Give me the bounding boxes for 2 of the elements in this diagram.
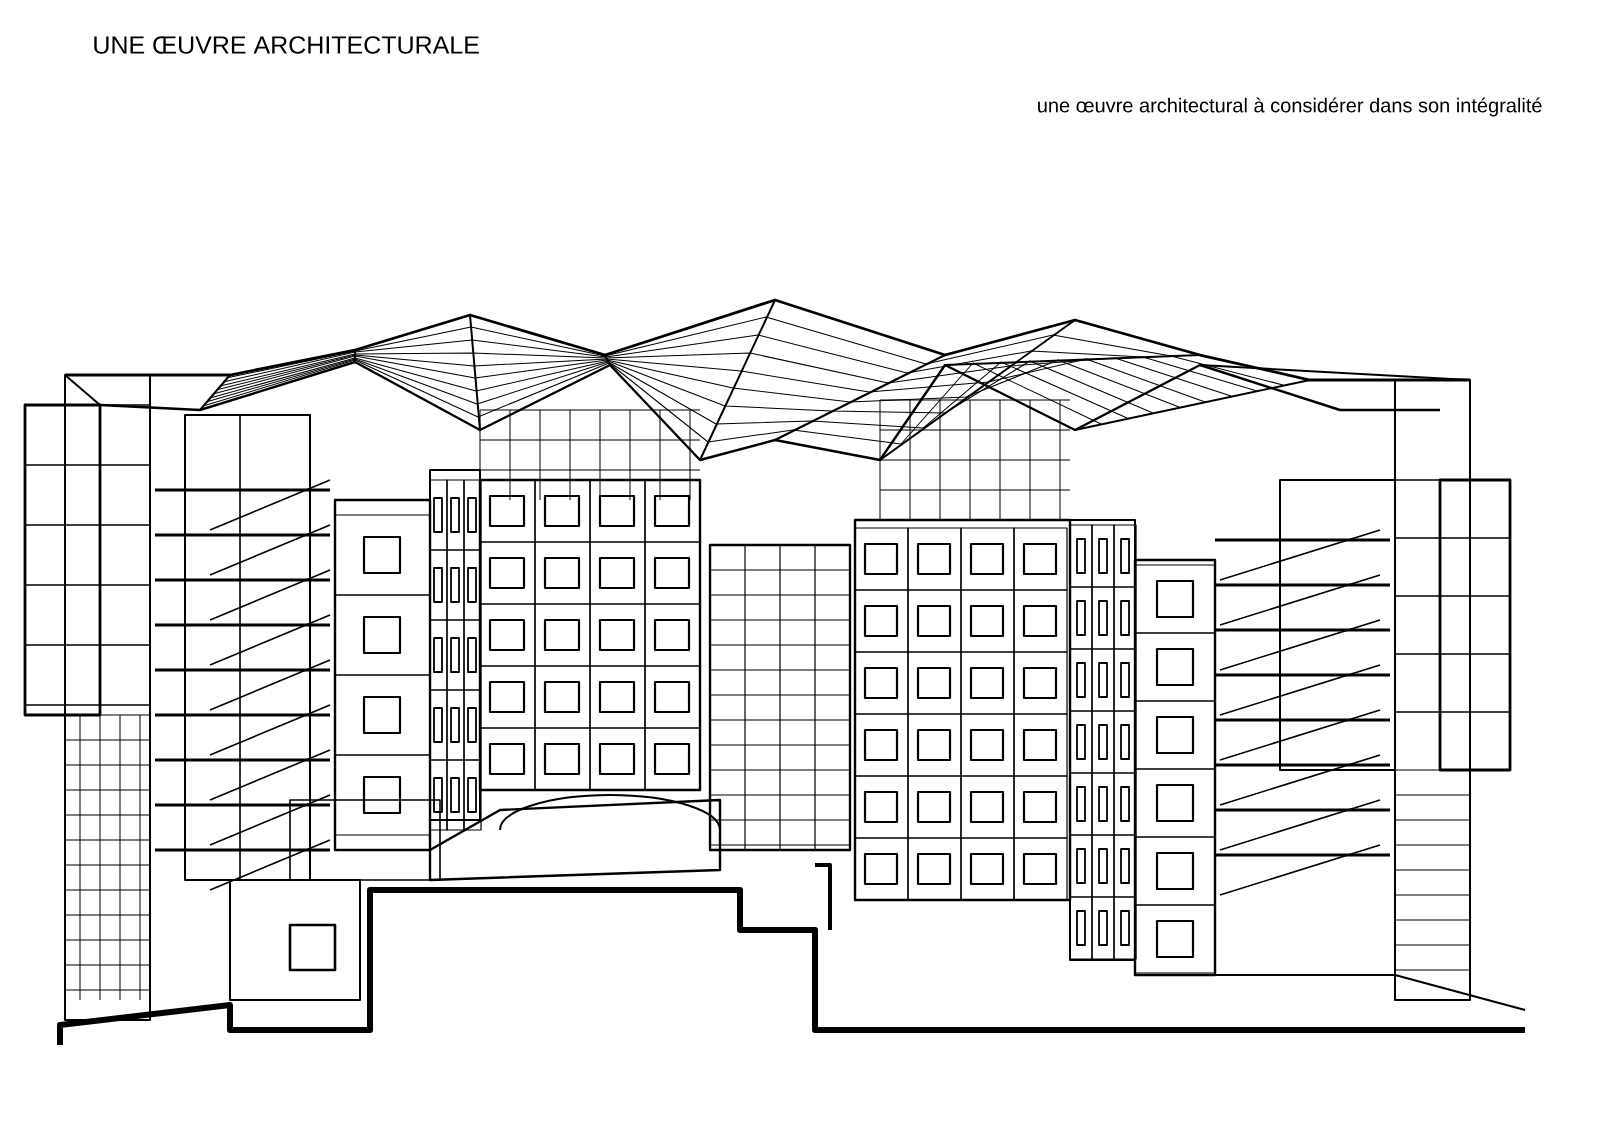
- subtitle: une œuvre architectural à considérer dans son intégralité: [1038, 97, 1542, 117]
- title: UNE ŒUVRE ARCHITECTURALE: [94, 36, 479, 54]
